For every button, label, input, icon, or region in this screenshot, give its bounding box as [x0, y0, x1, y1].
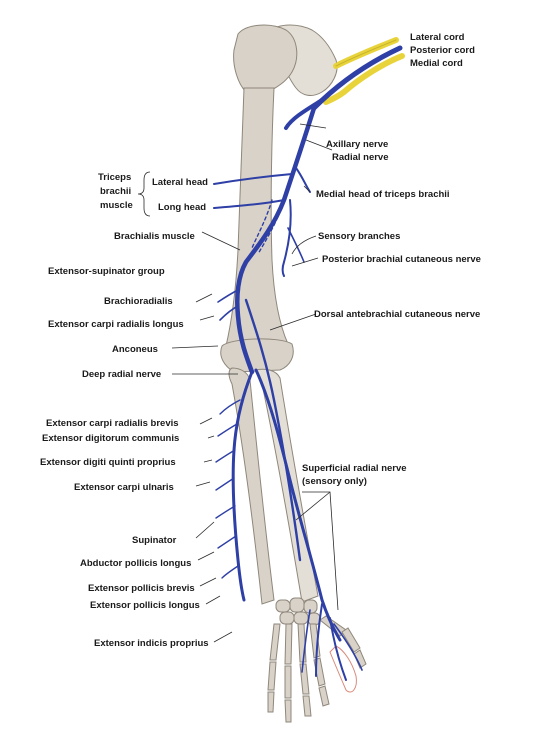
label-posterior-cord: Posterior cord	[410, 45, 475, 56]
label-eip: Extensor indicis proprius	[94, 638, 209, 649]
label-ext-digitorum: Extensor digitorum communis	[42, 433, 179, 444]
label-triceps-line2: brachii	[100, 186, 131, 197]
brachial-cords	[323, 37, 405, 105]
label-axillary-nerve: Axillary nerve	[326, 139, 388, 150]
label-apl: Abductor pollicis longus	[80, 558, 191, 569]
label-superficial-line1: Superficial radial nerve	[302, 463, 407, 474]
label-ecr-longus: Extensor carpi radialis longus	[48, 319, 184, 330]
label-triceps-line1: Triceps	[98, 172, 131, 183]
label-ecu: Extensor carpi ulnaris	[74, 482, 174, 493]
label-supinator: Supinator	[132, 535, 177, 546]
label-superficial-line2: (sensory only)	[302, 476, 367, 487]
label-radial-nerve: Radial nerve	[332, 152, 389, 163]
label-medial-head-triceps: Medial head of triceps brachii	[316, 189, 450, 200]
label-epb: Extensor pollicis brevis	[88, 583, 195, 594]
label-long-head: Long head	[158, 202, 206, 213]
label-posterior-brachial-cutaneous: Posterior brachial cutaneous nerve	[322, 254, 481, 265]
elbow	[220, 338, 294, 373]
humerus-head	[233, 24, 298, 93]
label-extensor-supinator-group: Extensor-supinator group	[48, 266, 165, 277]
label-brachioradialis: Brachioradialis	[104, 296, 173, 307]
carpal-bones	[275, 597, 321, 626]
label-lateral-head: Lateral head	[152, 177, 208, 188]
radial-nerve-paths	[213, 45, 403, 681]
label-anconeus: Anconeus	[112, 344, 158, 355]
label-deep-radial: Deep radial nerve	[82, 369, 161, 380]
label-triceps-line3: muscle	[100, 200, 133, 211]
leader-lines	[137, 123, 339, 643]
label-sensory-branches: Sensory branches	[318, 231, 400, 242]
label-ecr-brevis: Extensor carpi radialis brevis	[46, 418, 179, 429]
label-medial-cord: Medial cord	[410, 58, 463, 69]
label-dorsal-antebrachial: Dorsal antebrachial cutaneous nerve	[314, 309, 480, 320]
label-lateral-cord: Lateral cord	[410, 32, 465, 43]
bones	[220, 24, 367, 723]
labels: Lateral cord Posterior cord Medial cord …	[40, 32, 481, 649]
label-brachialis: Brachialis muscle	[114, 231, 195, 242]
label-ext-digiti-quinti: Extensor digiti quinti proprius	[40, 457, 176, 468]
label-epl: Extensor pollicis longus	[90, 600, 200, 611]
